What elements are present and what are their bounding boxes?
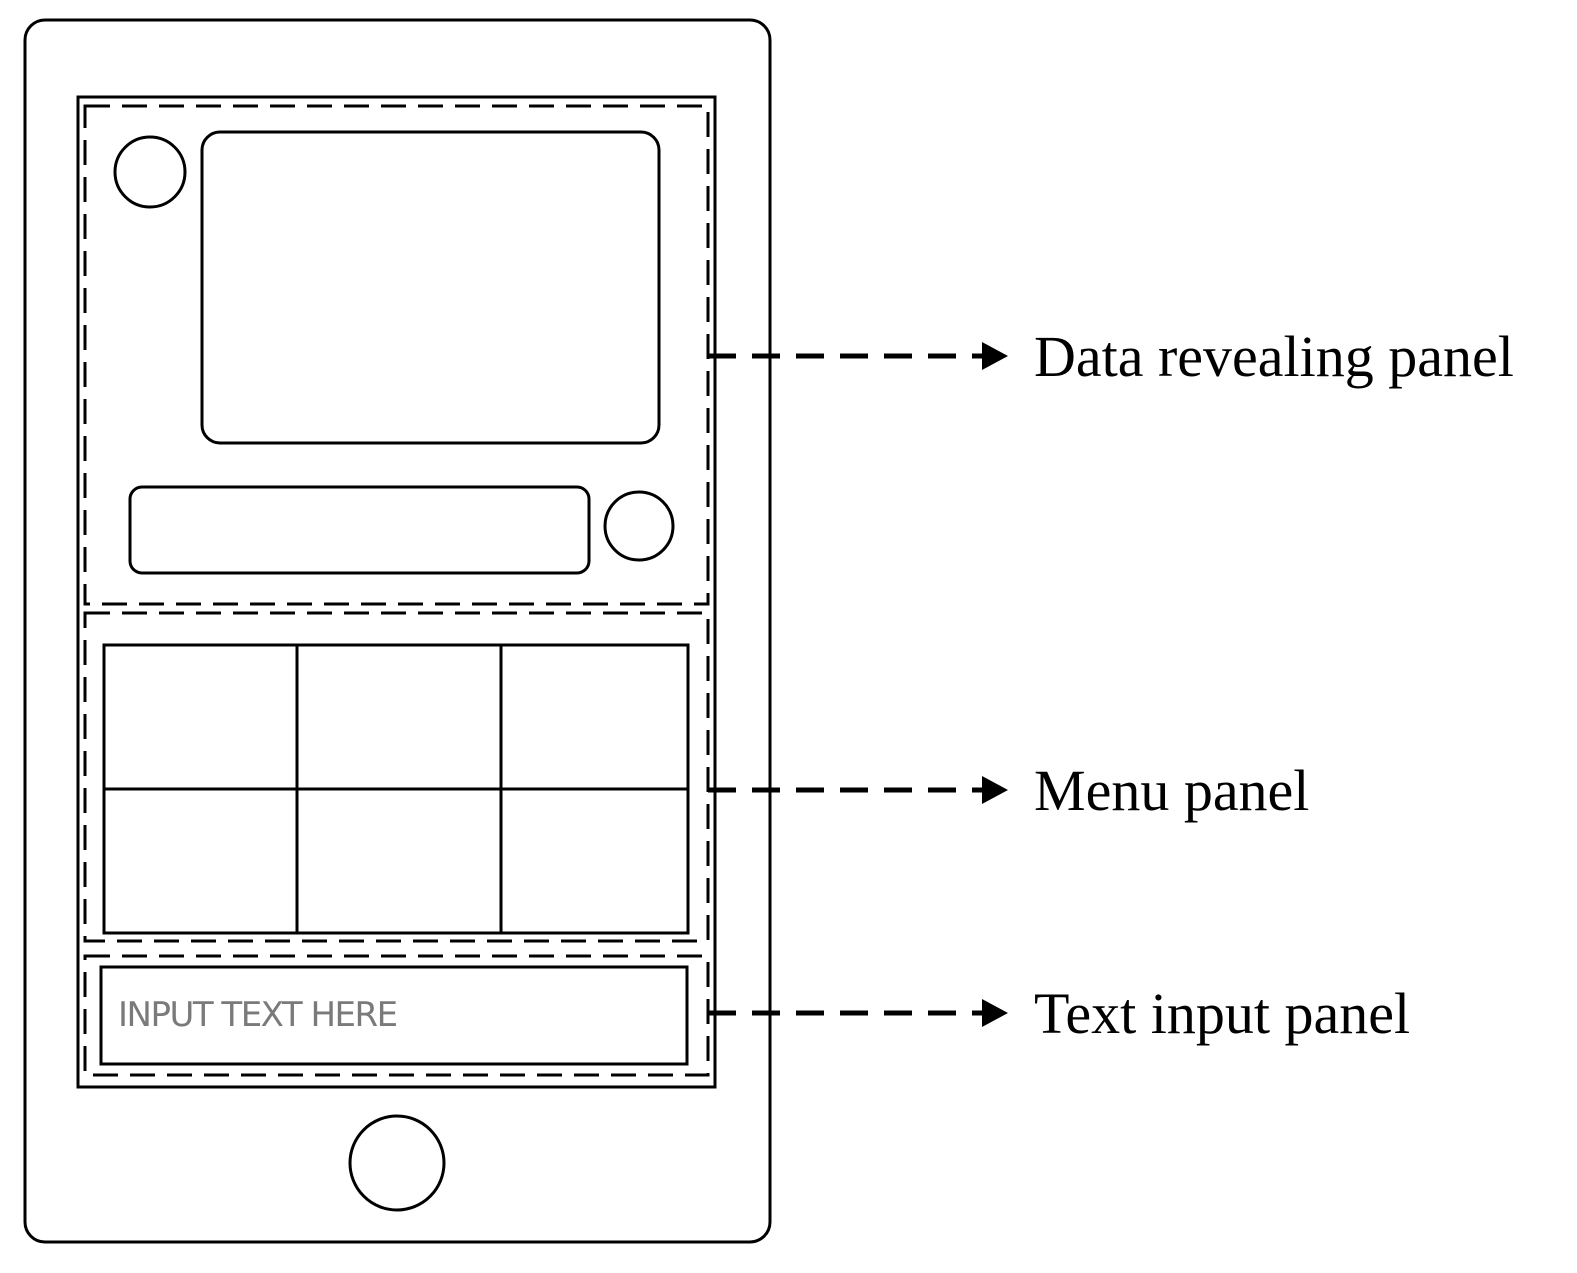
menu-panel-border — [83, 611, 710, 943]
menu-cell[interactable] — [499, 787, 690, 935]
arrowhead-icon — [982, 342, 1008, 370]
home-button[interactable] — [348, 1114, 446, 1212]
callout-label-data-revealing: Data revealing panel — [1034, 324, 1514, 389]
info-bar — [128, 485, 591, 575]
device-screen — [76, 95, 717, 1089]
menu-panel — [83, 611, 710, 943]
arrowhead-icon — [982, 999, 1008, 1027]
menu-cell[interactable] — [499, 643, 690, 791]
arrowhead-icon — [982, 776, 1008, 804]
menu-cell[interactable] — [295, 787, 503, 935]
profile-avatar-circle[interactable] — [113, 135, 187, 209]
callout-arrow-data-revealing — [708, 342, 1008, 370]
callout-label-text-input: Text input panel — [1034, 981, 1411, 1046]
text-input-field[interactable] — [99, 965, 689, 1066]
menu-cell[interactable] — [295, 643, 503, 791]
action-button-circle[interactable] — [603, 490, 675, 562]
input-placeholder-text: INPUT TEXT HERE — [118, 995, 398, 1035]
data-revealing-panel-border — [83, 104, 710, 606]
menu-cell[interactable] — [102, 787, 299, 935]
menu-cell[interactable] — [102, 643, 299, 791]
menu-grid — [102, 643, 690, 935]
callout-arrow-text-input — [708, 999, 1008, 1027]
data-revealing-panel — [83, 104, 710, 606]
content-display-area — [200, 130, 661, 445]
callout-arrow-menu — [708, 776, 1008, 804]
callout-label-menu: Menu panel — [1034, 758, 1310, 823]
device-body — [23, 18, 772, 1244]
